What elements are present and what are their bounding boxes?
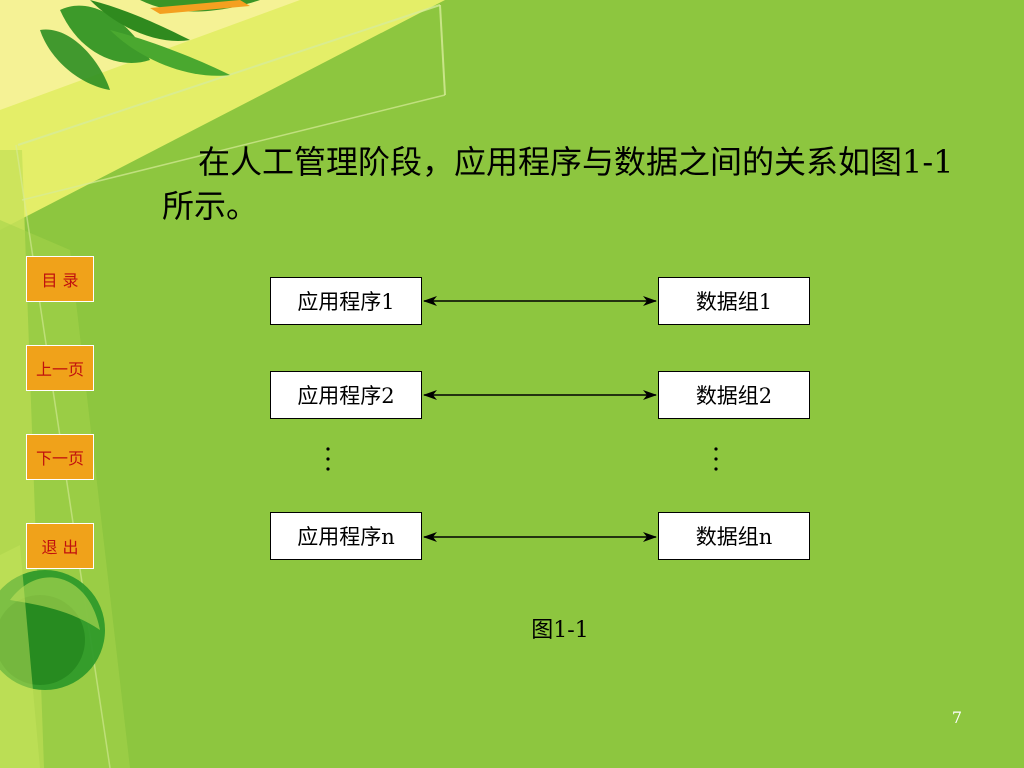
intro-paragraph: 在人工管理阶段，应用程序与数据之间的关系如图1-1所示。 (162, 143, 954, 225)
exit-button[interactable]: 退 出 (26, 523, 94, 569)
program-box-1: 应用程序1 (270, 277, 422, 325)
next-page-button[interactable]: 下一页 (26, 434, 94, 480)
dataset-box-1: 数据组1 (658, 277, 810, 325)
previous-page-button[interactable]: 上一页 (26, 345, 94, 391)
figure-caption: 图1-1 (531, 618, 589, 643)
page-number: 7 (951, 708, 962, 727)
dataset-box-2: 数据组2 (658, 371, 810, 419)
dataset-box-n: 数据组n (658, 512, 810, 560)
program-box-n: 应用程序n (270, 512, 422, 560)
contents-button[interactable]: 目 录 (26, 256, 94, 302)
program-box-2: 应用程序2 (270, 371, 422, 419)
